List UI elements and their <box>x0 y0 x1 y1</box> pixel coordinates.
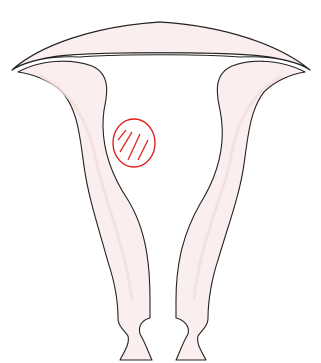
hatch-line <box>118 130 126 140</box>
left-wall <box>18 61 152 360</box>
lesion-outline <box>113 119 155 167</box>
right-wall <box>176 61 305 360</box>
hatch-line <box>138 140 148 160</box>
hatch-line <box>128 134 140 160</box>
hatched-lesion-marking <box>113 119 155 167</box>
